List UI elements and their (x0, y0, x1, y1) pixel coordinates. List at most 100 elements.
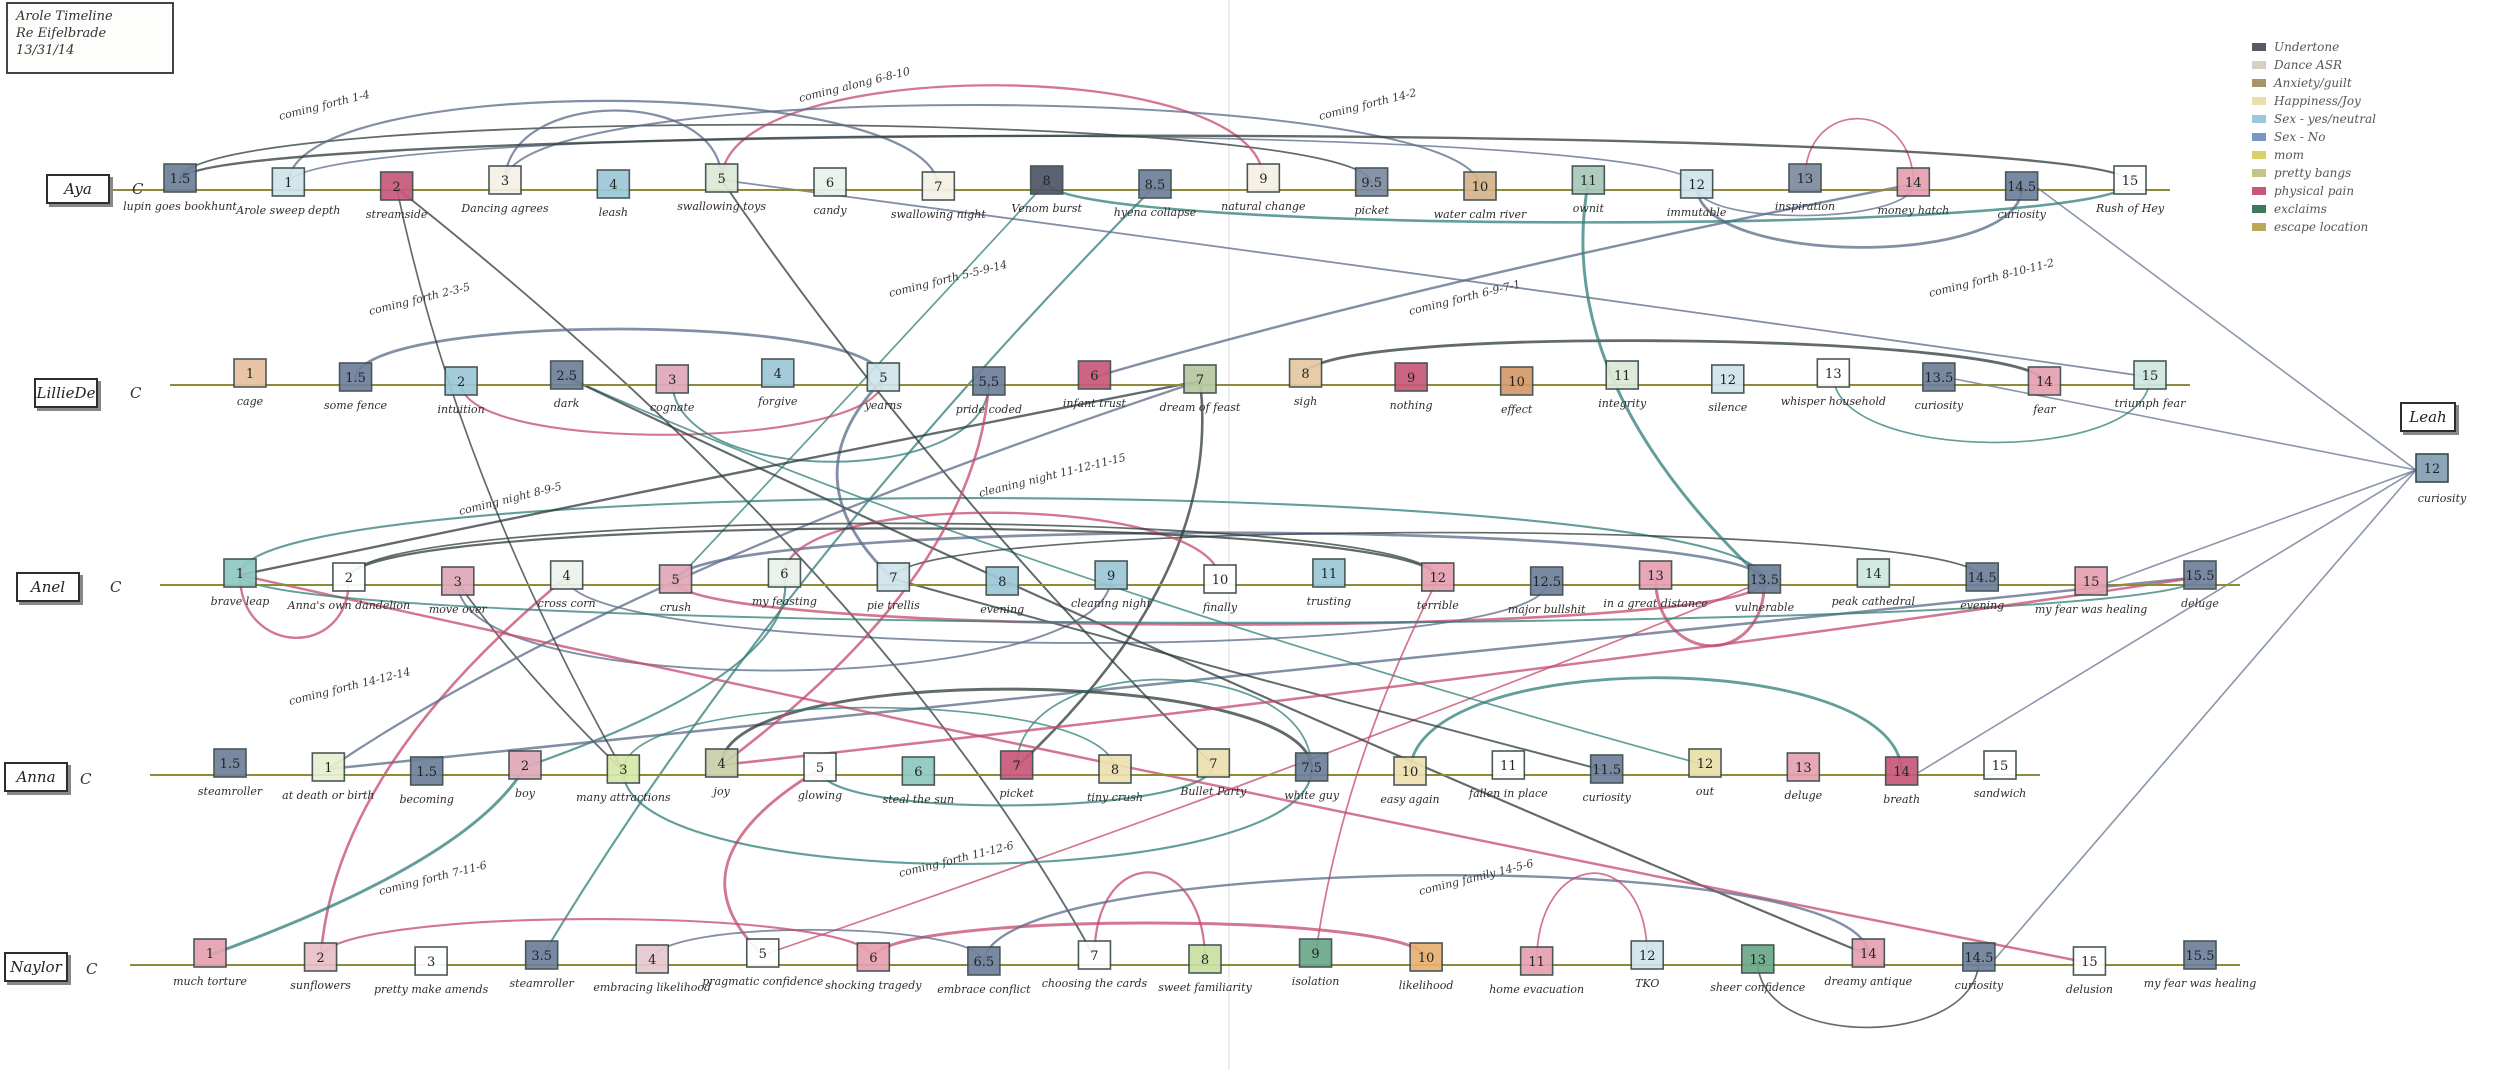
connection-arc (720, 382, 991, 767)
node-number: 15.5 (2186, 569, 2215, 584)
node-box (1519, 946, 1554, 976)
node-number: 11 (1580, 174, 1597, 189)
node-box (1896, 167, 1931, 197)
connection-arc (396, 187, 1096, 958)
node-number: 13.5 (1924, 371, 1953, 386)
legend-item: pretty bangs (2252, 164, 2492, 182)
node-box (767, 558, 802, 588)
timeline-node: 6my feasting (752, 558, 817, 608)
node-box (1394, 362, 1428, 392)
node-box (866, 362, 901, 392)
node-number: 15 (1992, 759, 2009, 774)
node-box (596, 169, 631, 199)
node-box (999, 750, 1034, 780)
legend-label: pretty bangs (2274, 166, 2352, 180)
node-caption: my fear was healing (2035, 603, 2147, 616)
node-number: 5 (718, 172, 726, 187)
node-box (972, 366, 1006, 396)
node-box (967, 946, 1001, 976)
node-caption: picket (1355, 204, 1390, 217)
connection-arc (982, 874, 1870, 964)
node-caption: easy again (1380, 793, 1439, 806)
node-number: 9.5 (1361, 176, 1382, 191)
node-number: 10 (1212, 573, 1229, 588)
node-caption: boy (515, 787, 536, 800)
node-caption: vulnerable (1735, 601, 1795, 614)
node-number: 1.5 (220, 757, 241, 772)
node-number: 6 (780, 567, 788, 582)
node-box (1409, 942, 1443, 972)
connection-arc (1015, 678, 1313, 770)
node-caption: forgive (757, 395, 798, 408)
connection-arc (1015, 380, 1204, 768)
node-number: 6.5 (974, 955, 995, 970)
connection-arc (871, 921, 1428, 960)
legend-swatch (2252, 187, 2266, 195)
node-box (1246, 163, 1281, 193)
node-box (1884, 756, 1919, 786)
node-caption: in a great distance (1603, 597, 1708, 610)
node-box (1188, 944, 1222, 974)
connection-arc (209, 766, 527, 957)
node-caption: Venom burst (1011, 202, 1082, 215)
node-caption: cross corn (538, 597, 596, 610)
node-box (1491, 750, 1526, 780)
end-connector (1994, 469, 2417, 960)
connection-arc (287, 99, 940, 189)
node-number: 12 (1688, 178, 1705, 193)
node-number: 11 (1500, 759, 1517, 774)
legend-item: Anxiety/guilt (2252, 74, 2492, 92)
node-number: 14 (1865, 567, 1882, 582)
connection-arc (319, 918, 875, 960)
node-box (1288, 358, 1323, 388)
row-start-lilliede: C (130, 384, 142, 402)
connection-arc (1804, 117, 1915, 185)
node-caption: curiosity (1582, 791, 1631, 804)
node-box (1077, 940, 1112, 970)
connection-arc (1695, 183, 1915, 217)
arc-annotation: cleaning night 11-12-11-15 (978, 451, 1127, 500)
node-box (1630, 940, 1665, 970)
node-caption: yearns (864, 399, 903, 412)
node-caption: likelihood (1399, 979, 1454, 992)
connection-arc (1535, 872, 1649, 964)
connection-arc (395, 187, 625, 772)
node-caption: crush (660, 601, 691, 614)
node-box (2004, 171, 2039, 201)
node-box (1605, 360, 1640, 390)
node-number: 3 (454, 575, 462, 590)
node-number: 12 (1639, 949, 1656, 964)
connection-arc (566, 376, 1706, 766)
legend-swatch (2252, 205, 2266, 213)
node-box (813, 167, 847, 197)
node-box (1312, 558, 1346, 588)
title-line-1: Arole Timeline (16, 9, 113, 24)
node-box (1856, 558, 1891, 588)
node-caption: fear (2032, 403, 2056, 416)
row-label-anna: Anna (4, 762, 68, 792)
node-number: 15 (2081, 955, 2098, 970)
node-number: 9 (1107, 569, 1115, 584)
legend-label: Sex - No (2274, 130, 2326, 144)
legend-label: Sex - yes/neutral (2274, 112, 2376, 126)
node-caption: curiosity (1955, 979, 2004, 992)
legend-item: Sex - No (2252, 128, 2492, 146)
node-number: 8 (1301, 367, 1309, 382)
node-caption: trusting (1307, 595, 1351, 608)
